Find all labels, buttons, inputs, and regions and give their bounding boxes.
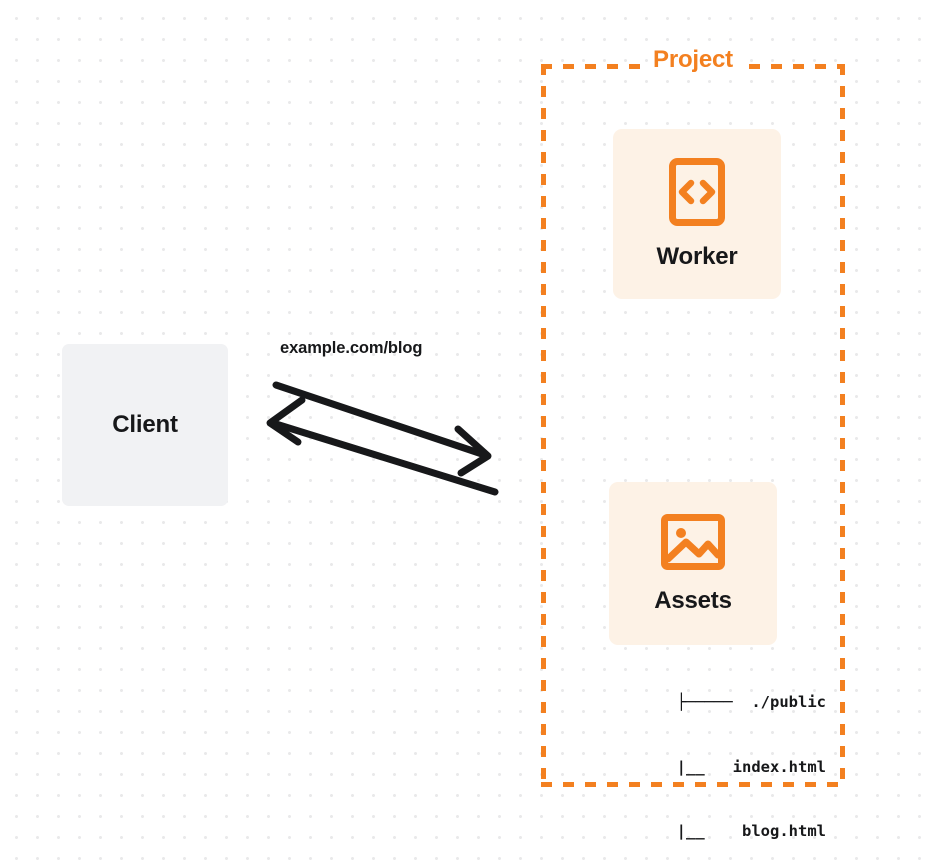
arrow-left-to-client: [266, 396, 499, 496]
asset-file-tree: ├───── ./public |__ index.html |__ blog.…: [581, 649, 826, 860]
boundary-edge-left: [541, 64, 546, 787]
assets-card[interactable]: Assets: [609, 482, 777, 645]
boundary-edge-top-right: [749, 64, 845, 69]
assets-label: Assets: [654, 586, 732, 614]
arrow-right-to-project: [272, 381, 492, 477]
file-tree-row: ├───── ./public: [676, 693, 826, 711]
code-brackets-icon: [668, 157, 726, 227]
client-node[interactable]: Client: [62, 344, 228, 506]
project-boundary: Project Worker Assets: [541, 46, 845, 840]
connector-arrows: [266, 381, 499, 496]
connector-group: [250, 330, 520, 520]
boundary-edge-top-left: [541, 64, 641, 69]
request-url-label: example.com/blog: [280, 339, 423, 357]
file-tree-row: |__ index.html: [620, 757, 826, 776]
boundary-edge-right: [840, 64, 845, 787]
boundary-edge-bottom: [541, 782, 845, 787]
file-tree-row: |__ blog.html: [620, 822, 826, 840]
project-title-text: Project: [648, 46, 738, 73]
image-picture-icon: [660, 513, 726, 571]
worker-label: Worker: [656, 243, 738, 270]
worker-card[interactable]: Worker: [613, 129, 781, 299]
project-title: Project: [541, 46, 845, 73]
client-label: Client: [112, 411, 178, 438]
